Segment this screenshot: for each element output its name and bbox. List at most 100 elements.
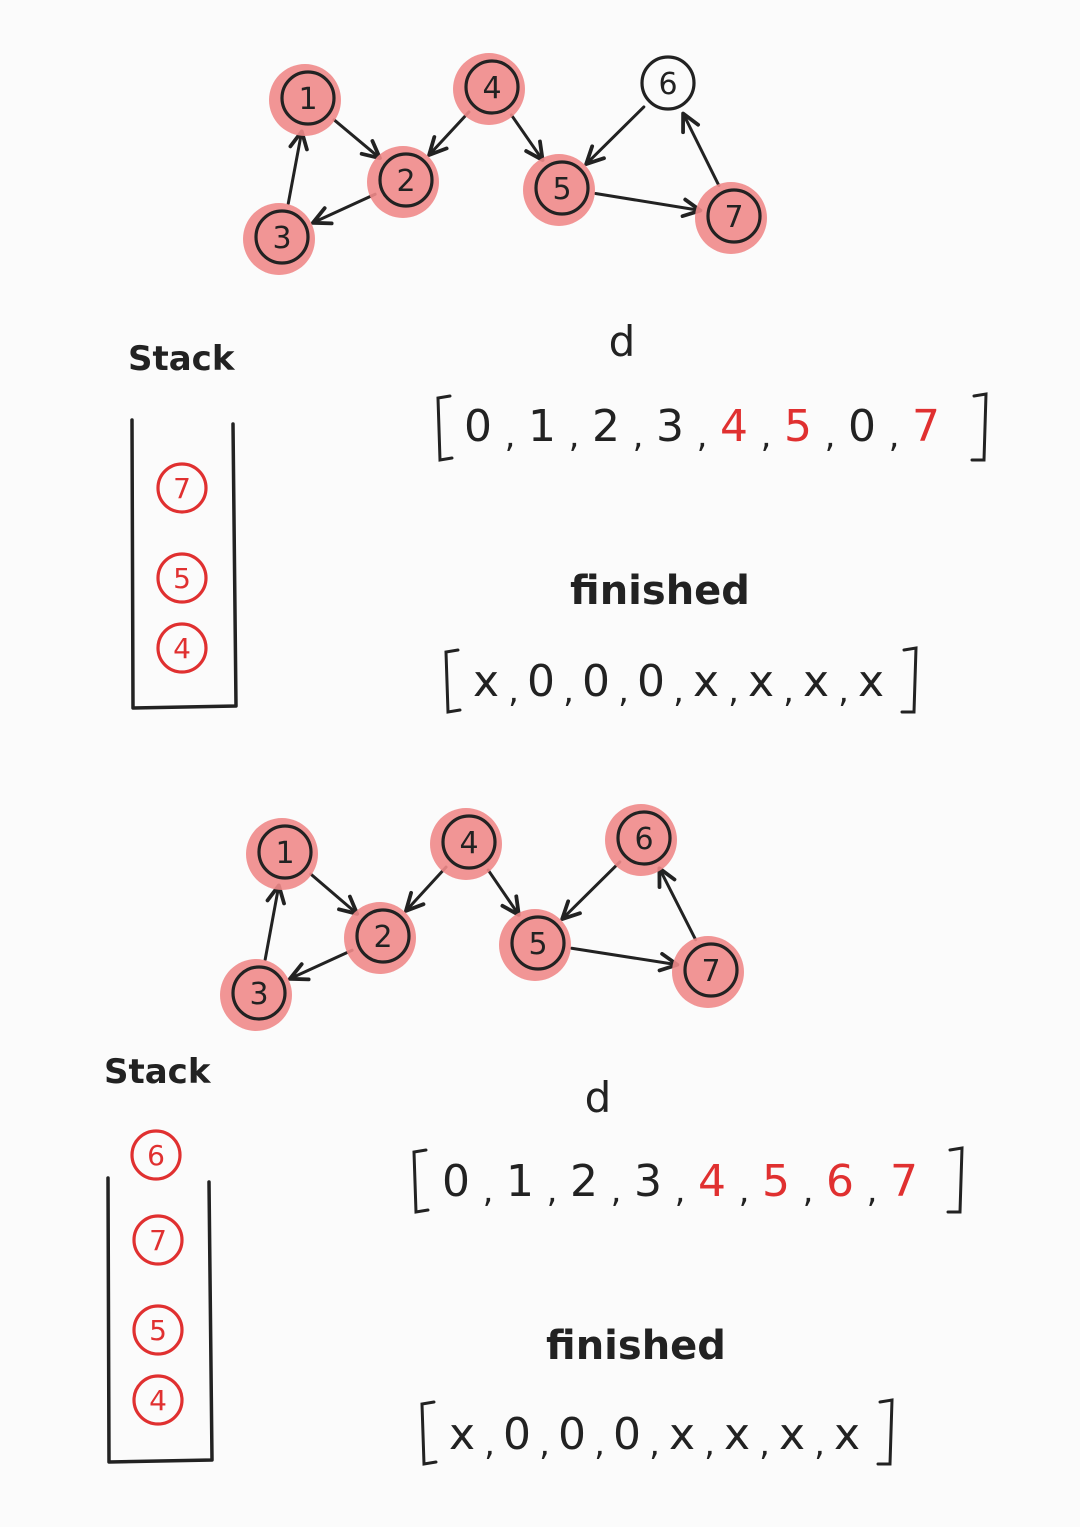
d-separator: , <box>633 416 644 456</box>
graph-node-7: 7 <box>672 936 744 1008</box>
node-outline <box>130 1129 182 1181</box>
d-left-bracket <box>412 1148 430 1214</box>
finished-value: x <box>748 656 774 707</box>
d-value: 3 <box>656 401 684 452</box>
node-label: 7 <box>701 954 720 989</box>
node-label: 2 <box>373 920 392 955</box>
d-label: d <box>585 1073 612 1122</box>
node-outline <box>355 908 411 964</box>
node-outline <box>616 810 672 866</box>
d-separator: , <box>825 416 836 456</box>
finished-label: finished <box>546 1323 726 1369</box>
node-outline <box>156 552 208 604</box>
node-outline <box>254 209 310 265</box>
node-label: 7 <box>149 1224 167 1257</box>
finished-value: x <box>724 1409 750 1460</box>
stack-item-5: 5 <box>156 552 208 604</box>
d-value: 4 <box>720 401 748 452</box>
d-value: 3 <box>634 1156 662 1207</box>
graph-node-1: 1 <box>246 818 318 890</box>
node-label: 3 <box>272 221 291 256</box>
finished-separator: , <box>484 1424 495 1464</box>
graph-node-2: 2 <box>344 902 416 974</box>
finished-separator: , <box>814 1424 825 1464</box>
d-right-bracket <box>946 1146 964 1214</box>
finished-separator: , <box>539 1424 550 1464</box>
edge-1-to-2 <box>309 872 360 916</box>
finished-separator: , <box>649 1424 660 1464</box>
edge-4-to-2 <box>404 865 448 913</box>
graph-nodes: 1 2 3 4 5 6 7 <box>243 53 767 275</box>
d-value: 6 <box>826 1156 854 1207</box>
d-value: 1 <box>528 401 556 452</box>
finished-value: x <box>858 656 884 707</box>
d-separator: , <box>547 1171 558 1211</box>
dfs-step-panel-1: 1234567Stack754d0,1,2,3,4,5,0,7finishedx… <box>128 53 988 714</box>
node-outline <box>640 55 696 111</box>
node-outline <box>132 1214 184 1266</box>
stack-item-4: 4 <box>132 1374 184 1426</box>
graph-node-3: 3 <box>220 959 292 1031</box>
graph-node-4: 4 <box>430 808 502 880</box>
d-separator: , <box>611 1171 622 1211</box>
graph-edges <box>286 105 721 226</box>
node-label: 7 <box>173 472 191 505</box>
finished-value: x <box>669 1409 695 1460</box>
finished-value: 0 <box>637 656 665 707</box>
d-value: 2 <box>592 401 620 452</box>
node-outline <box>132 1304 184 1356</box>
d-separator: , <box>803 1171 814 1211</box>
node-outline <box>534 160 590 216</box>
node-outline <box>280 70 336 126</box>
node-outline <box>231 965 287 1021</box>
stack-item-7: 7 <box>132 1214 184 1266</box>
d-array: d0,1,2,3,4,5,0,7 <box>436 317 988 462</box>
finished-separator: , <box>618 671 629 711</box>
node-label: 1 <box>298 82 317 117</box>
node-label: 4 <box>173 632 191 665</box>
finished-right-bracket <box>900 646 918 714</box>
finished-value: x <box>473 656 499 707</box>
d-separator: , <box>761 416 772 456</box>
graph-node-3: 3 <box>243 203 315 275</box>
finished-value: 0 <box>558 1409 586 1460</box>
stack-item-6: 6 <box>130 1129 182 1181</box>
d-left-bracket <box>436 394 454 462</box>
edge-6-to-5 <box>560 860 622 921</box>
d-value: 4 <box>698 1156 726 1207</box>
d-separator: , <box>569 416 580 456</box>
d-right-bracket <box>970 392 988 462</box>
finished-separator: , <box>704 1424 715 1464</box>
graph-node-6: 6 <box>640 55 696 111</box>
edge-7-to-6 <box>681 111 721 188</box>
node-outline <box>257 824 313 880</box>
d-label: d <box>609 317 636 366</box>
graph-node-2: 2 <box>367 146 439 218</box>
d-value: 7 <box>890 1156 918 1207</box>
d-value: 2 <box>570 1156 598 1207</box>
d-separator: , <box>505 416 516 456</box>
edge-5-to-7 <box>570 946 680 973</box>
edge-4-to-5 <box>509 113 545 162</box>
d-value: 7 <box>912 401 940 452</box>
node-label: 5 <box>552 172 571 207</box>
finished-value: 0 <box>582 656 610 707</box>
d-separator: , <box>697 416 708 456</box>
edge-2-to-3 <box>311 192 377 226</box>
d-value: 5 <box>762 1156 790 1207</box>
edge-1-to-2 <box>332 118 382 161</box>
finished-left-bracket <box>420 1400 438 1466</box>
node-label: 7 <box>724 200 743 235</box>
node-outline <box>156 622 208 674</box>
node-outline <box>378 152 434 208</box>
dfs-step-panel-2: 1234567Stack7546d0,1,2,3,4,5,6,7finished… <box>104 804 964 1466</box>
node-label: 5 <box>173 562 191 595</box>
finished-right-bracket <box>876 1398 894 1466</box>
node-label: 2 <box>396 164 415 199</box>
graph-node-4: 4 <box>453 53 525 125</box>
